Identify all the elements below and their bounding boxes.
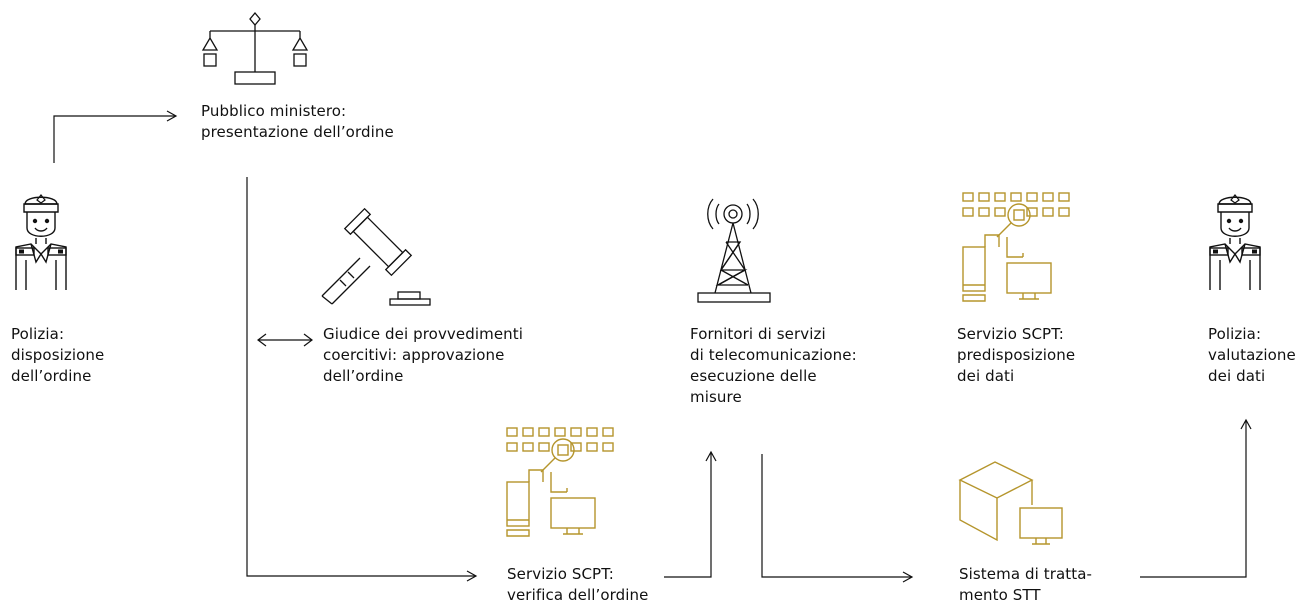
label-line: Polizia: [11,325,65,343]
label-line: dell’ordine [11,367,92,385]
data-devices-icon [962,192,1070,302]
label-line: Giudice dei provvedimenti [323,325,524,343]
police-officer-icon [1209,194,1261,291]
data-devices-icon [506,427,614,537]
connector-police-to-prosecutor [53,110,178,163]
label-line: dell’ordine [323,367,404,385]
scales-of-justice-icon [201,11,309,85]
label-scpt-verify: Servizio SCPT: verifica dell’ordine [507,564,648,606]
label-scpt-prepare: Servizio SCPT: predisposizione dei dati [957,324,1075,387]
label-line: esecuzione delle [690,367,817,385]
label-line: di telecomunicazione: [690,346,857,364]
label-line: presentazione dell’ordine [201,123,394,141]
label-police-order: Polizia: disposizione dell’ordine [11,324,104,387]
label-providers: Fornitori di servizi di telecomunicazion… [690,324,857,408]
label-line: Sistema di tratta- [959,565,1093,583]
label-police-eval: Polizia: valutazione dei dati [1208,324,1296,387]
label-line: Polizia: [1208,325,1262,343]
label-line: Fornitori di servizi [690,325,826,343]
label-stt-system: Sistema di tratta- mento STT [959,564,1092,606]
label-prosecutor: Pubblico ministero: presentazione dell’o… [201,101,394,143]
connector-prosecutor-to-scpt [246,177,478,582]
label-line: mento STT [959,586,1041,604]
label-line: coercitivi: approvazione [323,346,505,364]
connector-stt-to-police [1140,418,1252,578]
gavel-icon [321,207,431,306]
telecom-antenna-icon [697,198,771,303]
label-line: verifica dell’ordine [507,586,649,604]
processing-system-icon [958,461,1063,545]
connector-providers-to-stt [761,454,914,583]
police-officer-icon [15,194,67,291]
label-line: misure [690,388,742,406]
connector-scpt-to-providers [664,450,717,578]
connector-prosecutor-judge-bidirectional [257,333,313,347]
label-line: Servizio SCPT: [507,565,614,583]
label-line: Pubblico ministero: [201,102,347,120]
label-line: disposizione [11,346,105,364]
label-line: valutazione [1208,346,1296,364]
label-line: predisposizione [957,346,1076,364]
label-line: dei dati [957,367,1015,385]
label-judge: Giudice dei provvedimenti coercitivi: ap… [323,324,523,387]
label-line: dei dati [1208,367,1266,385]
label-line: Servizio SCPT: [957,325,1064,343]
